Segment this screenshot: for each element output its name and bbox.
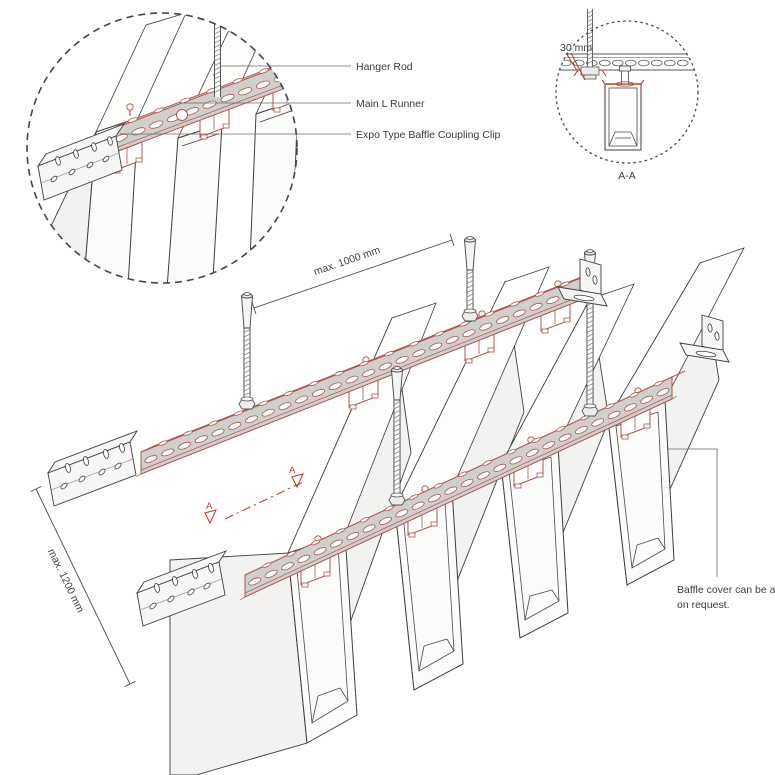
dimension-30mm: 30 mm [560,42,592,81]
note-line-2: on request. [677,599,730,611]
label-main-runner: Main L Runner [356,98,425,110]
dimension-runner-spacing: max. 1200 mm [30,485,136,688]
main-assembly-view: A A max. 1000 mm max. 1200 mm Baffle cov… [30,233,775,775]
section-a-a-view: 30 mm A-A [555,9,699,182]
callout-labels: Hanger Rod Main L Runner Expo Type Baffl… [120,61,501,141]
section-circle-border [555,20,699,164]
detail-view-connection: Hanger Rod Main L Runner Expo Type Baffl… [26,12,501,284]
back-main-runner [135,269,600,478]
section-letter-right: A [289,465,296,476]
baffle-side-plane [169,552,308,775]
coupling-clip-exploded-left-1 [47,430,138,507]
note-line-1: Baffle cover can be added [677,584,775,596]
dim-1000-label: max. 1000 mm [312,244,382,278]
detail-circle-border [26,12,298,284]
dimension-hanger-spacing: max. 1000 mm [251,233,455,315]
section-cut-mark: A A [204,465,304,525]
hanger-rod [461,236,479,322]
label-hanger-rod: Hanger Rod [356,61,413,73]
dim-30-label: 30 mm [560,42,592,54]
hanger-rod [238,292,256,410]
section-letter-left: A [206,501,213,512]
label-coupling-clip: Expo Type Baffle Coupling Clip [356,129,501,141]
hanger-rods [238,236,599,506]
section-caption: A-A [618,170,636,182]
baffle-4 [607,399,675,586]
front-main-runner [239,370,686,601]
baffle-front-faces [287,399,675,744]
note-baffle-cover: Baffle cover can be added on request. [668,448,775,611]
hanger-rod [388,366,406,506]
